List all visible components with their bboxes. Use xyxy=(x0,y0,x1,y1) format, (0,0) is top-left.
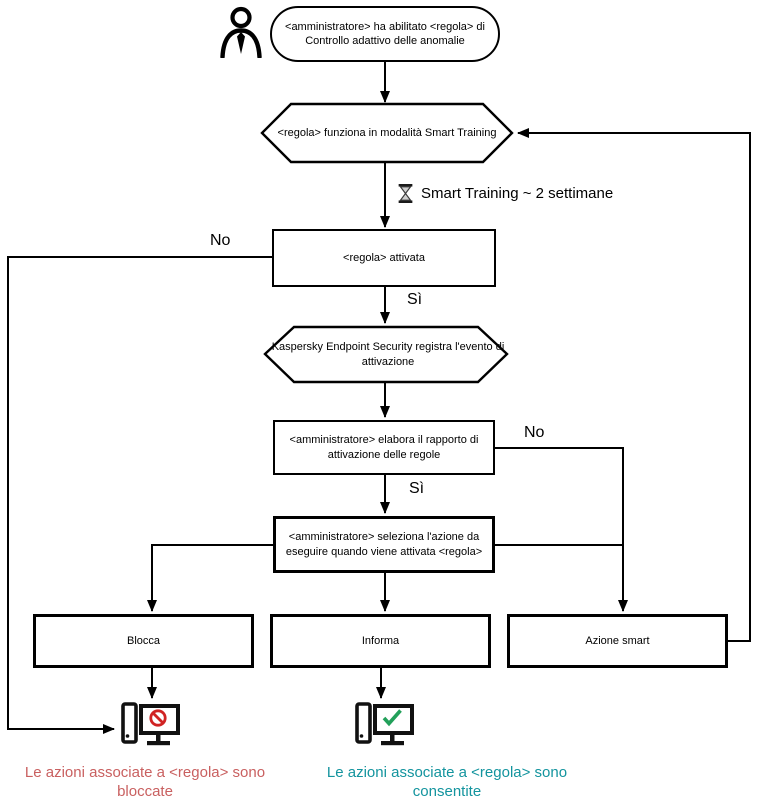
node-action-smart: Azione smart xyxy=(507,614,728,668)
action-smart-label: Azione smart xyxy=(585,634,650,647)
prohibition-sign-icon xyxy=(149,709,167,727)
hexagon-smart-training xyxy=(260,102,514,164)
actor-icon xyxy=(220,6,262,58)
action-block-label: Blocca xyxy=(126,634,161,647)
node-admin-enabled: <amministratore> ha abilitato <regola> d… xyxy=(270,6,500,62)
edge-select-to-block xyxy=(147,544,273,612)
node-admin-enabled-label: <amministratore> ha abilitato <regola> d… xyxy=(285,20,485,47)
node-action-block: Blocca xyxy=(33,614,254,668)
node-kes-logs-label: Kaspersky Endpoint Security registra l'e… xyxy=(271,341,505,368)
computer-allowed-icon xyxy=(355,702,414,746)
edge-no-left-loop xyxy=(7,256,272,734)
hourglass-icon xyxy=(398,184,413,203)
action-inform-label: Informa xyxy=(361,634,400,647)
computer-blocked-icon xyxy=(121,702,180,746)
edge-label-no-right: No xyxy=(524,424,545,441)
node-smart-training-label: <regola> funziona in modalità Smart Trai… xyxy=(277,126,497,139)
edge-label-yes-top: Sì xyxy=(407,291,423,308)
node-smart-training-mode: <regola> funziona in modalità Smart Trai… xyxy=(267,104,507,162)
edge-no-right-to-smart xyxy=(495,447,628,612)
node-rule-triggered: <regola> attivata xyxy=(272,229,496,287)
check-mark-icon xyxy=(382,709,402,727)
edge-label-yes-bottom: Sì xyxy=(409,480,425,497)
node-admin-processes-report: <amministratore> elabora il rapporto di … xyxy=(273,420,495,475)
hexagon-kes-logs xyxy=(263,325,509,384)
node-admin-processes-label: <amministratore> elabora il rapporto di … xyxy=(289,434,479,461)
node-action-inform: Informa xyxy=(270,614,491,668)
node-admin-selects-label: <amministratore> seleziona l'azione da e… xyxy=(285,531,483,558)
caption-actions-allowed: Le azioni associate a <regola> sono cons… xyxy=(326,764,568,800)
node-admin-selects-action: <amministratore> seleziona l'azione da e… xyxy=(273,516,495,573)
caption-actions-blocked: Le azioni associate a <regola> sono bloc… xyxy=(24,764,266,800)
node-rule-triggered-label: <regola> attivata xyxy=(343,251,425,264)
edge-label-no-left: No xyxy=(210,232,231,249)
training-duration-label: Smart Training ~ 2 settimane xyxy=(421,185,614,202)
edge-smart-feedback-loop xyxy=(517,128,751,642)
node-kes-logs-event: Kaspersky Endpoint Security registra l'e… xyxy=(270,327,506,382)
